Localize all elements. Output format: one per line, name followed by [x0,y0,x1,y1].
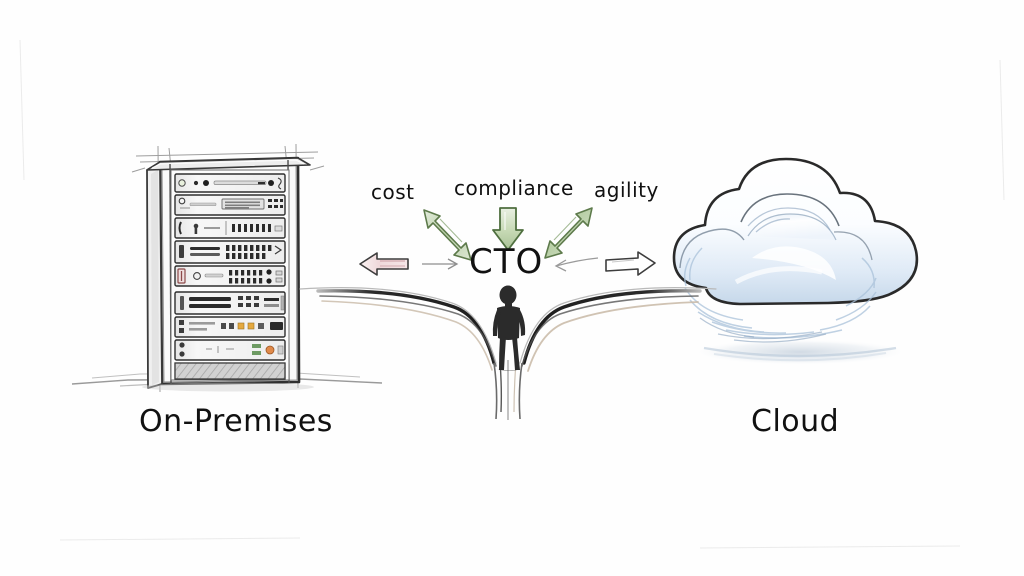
cloud-shadow-line [703,346,897,358]
right-thin-arrow [554,257,599,272]
server-rack[interactable] [71,143,383,393]
cloud-highlight [752,246,836,280]
compliance-arrow-down [492,207,524,251]
label-factor-compliance: compliance [454,176,574,200]
road-stem-left [493,362,498,420]
road-stem-right [518,362,523,420]
rack-unit-8 [174,339,286,361]
figure-torso [497,306,520,340]
cloud-bump-top [740,193,840,227]
figure-leg-left [499,337,506,370]
right-outline-arrow [605,251,656,276]
standing-person-figure[interactable] [492,285,526,372]
road-left-ink-2 [319,295,497,367]
rack-unit-1 [174,173,286,193]
cloud-bump-left [679,228,745,269]
cloud-shape[interactable] [672,157,919,365]
cost-arrow-double-headed [423,209,472,261]
left-thin-arrow [422,258,459,270]
label-factor-agility: agility [594,178,659,202]
rack-top-highlight [151,159,305,169]
rack-unit-4 [174,240,286,264]
label-factor-cost: cost [371,180,415,204]
label-cloud: Cloud [751,404,840,439]
rack-unit-3 [174,217,286,239]
figure-arm-left [492,310,501,336]
figure-arm-right [516,310,526,336]
road-right-ink-2 [521,295,699,367]
figure-head [499,285,517,305]
road-left-warm [321,300,493,371]
rack-unit-6 [174,291,286,315]
figure-shadow [497,369,521,371]
figure-leg-right [512,337,520,370]
cloud-bump-right [833,231,873,261]
cloud-shading [683,247,877,339]
rack-unit-2 [174,194,286,216]
road-right-thin [519,287,717,364]
paper-stray-marks [19,39,1005,549]
cloud-shadow-line-2 [713,352,887,362]
rack-unit-5 [174,265,286,287]
road-left-thin [299,287,497,364]
rack-side-shading [151,170,159,385]
cloud-shading-dark [699,207,831,343]
road-right-warm [527,301,699,372]
agility-arrow-double-headed [544,207,593,259]
label-on-premises: On-Premises [139,404,333,439]
rack-shadow [142,382,314,392]
forked-road [299,287,717,420]
cloud-inner-top [747,213,837,241]
label-cto: CTO [469,242,544,282]
left-outline-arrow [359,252,409,276]
rack-vent-panel [174,362,286,380]
cloud-highlight-2 [734,266,823,285]
rack-unit-7 [174,316,286,338]
